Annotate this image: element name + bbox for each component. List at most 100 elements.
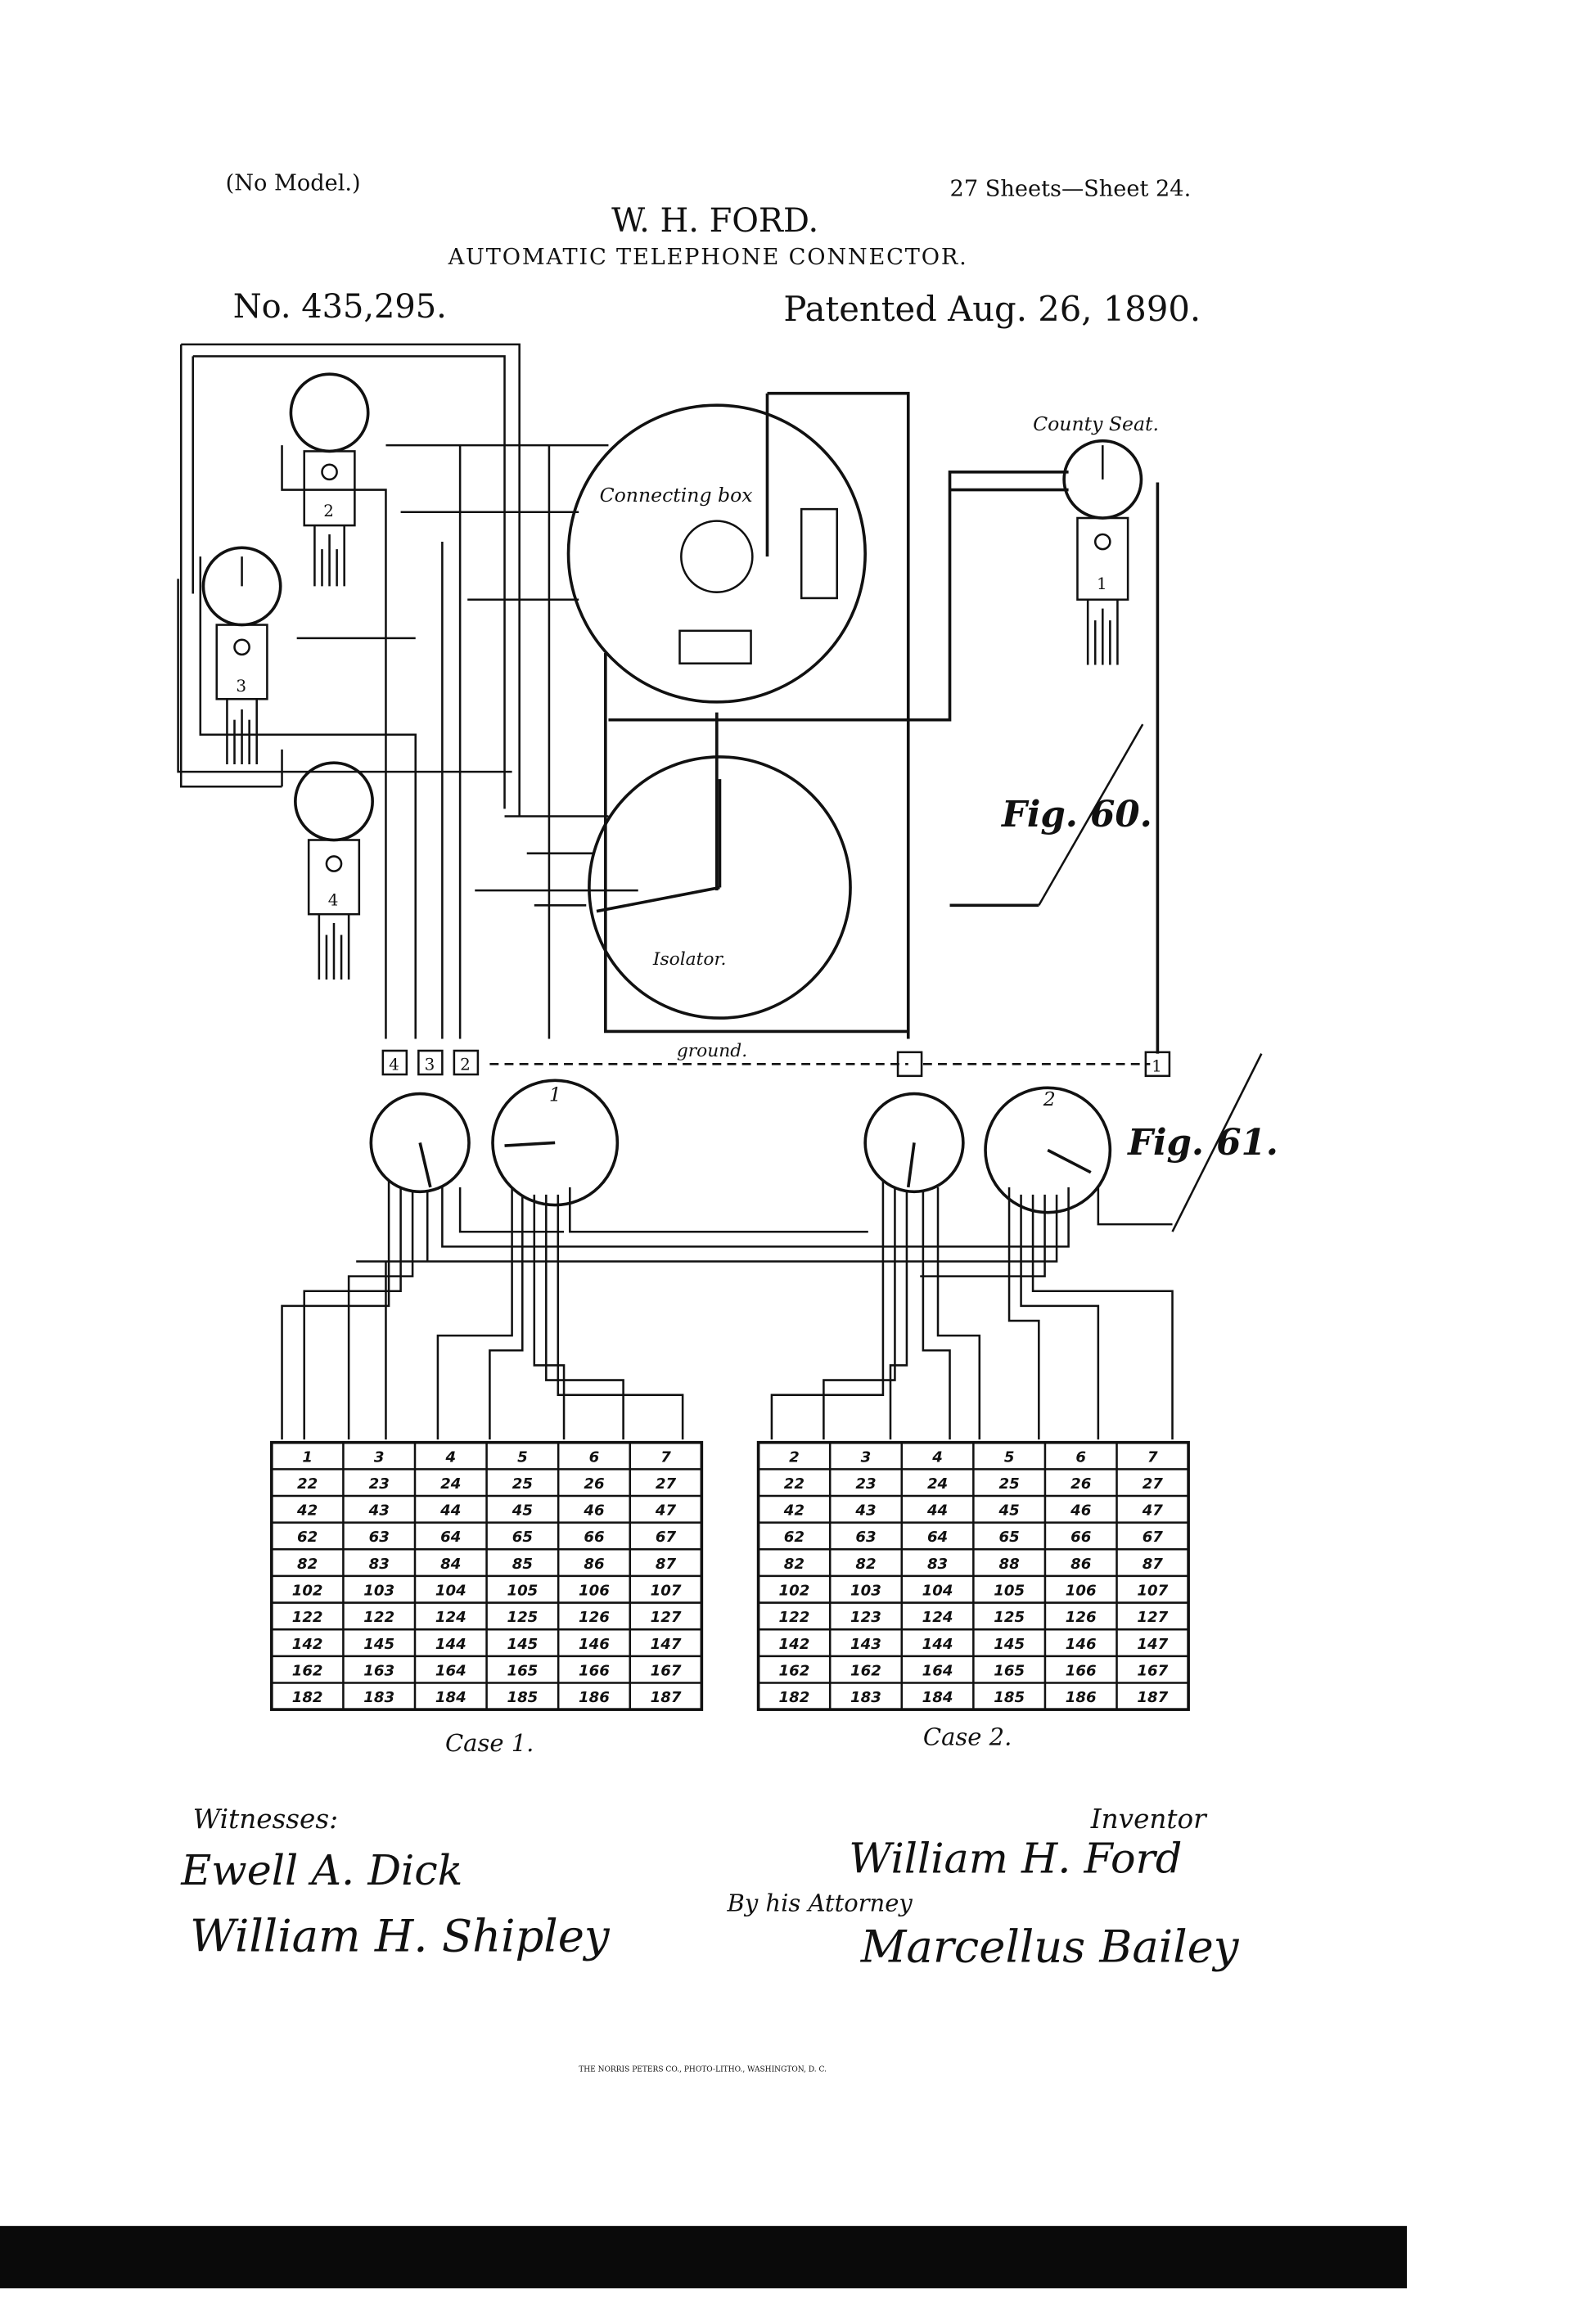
table-cell: 122 [292, 1609, 323, 1626]
fig61-label: Fig. 61. [1126, 1122, 1278, 1164]
table-cell: 166 [1066, 1662, 1097, 1679]
dial-small-case2 [863, 1092, 965, 1194]
table-cell: 107 [651, 1582, 682, 1599]
table-cell: 185 [994, 1689, 1025, 1706]
table-cell: 88 [999, 1556, 1020, 1573]
table-cell: 167 [1137, 1662, 1168, 1679]
table-cell: 106 [579, 1582, 610, 1599]
column-header: 4 [931, 1448, 943, 1466]
table-cell: 82 [297, 1556, 318, 1573]
terminal-4 [381, 1049, 408, 1076]
table-cell: 146 [579, 1636, 610, 1653]
table-cell: 85 [512, 1556, 533, 1573]
terminal-1-label: 1 [1152, 1056, 1162, 1075]
table-cell: 47 [655, 1502, 677, 1520]
inventor-label: Inventor [1090, 1804, 1208, 1835]
terminal-2 [453, 1049, 480, 1076]
column-header: 5 [517, 1448, 528, 1466]
table-cell: 23 [855, 1475, 876, 1493]
column-header: 6 [1075, 1448, 1086, 1466]
column-header: 2 [789, 1448, 800, 1466]
table-cell: 102 [292, 1582, 323, 1599]
table-cell: 102 [778, 1582, 809, 1599]
table-cell: 187 [1137, 1689, 1168, 1706]
inventor-heading: W. H. FORD. [611, 202, 818, 240]
table-cell: 162 [292, 1662, 323, 1679]
table-cell: 122 [363, 1609, 394, 1626]
table-cell: 147 [651, 1636, 682, 1653]
model-note: (No Model.) [226, 170, 361, 196]
table-cell: 22 [784, 1475, 805, 1493]
table-cell: 44 [439, 1502, 461, 1520]
table-cell: 143 [850, 1636, 881, 1653]
terminal-3-label: 3 [425, 1055, 435, 1074]
table-cell: 186 [1066, 1689, 1097, 1706]
table-cell: 186 [579, 1689, 610, 1706]
table-cell: 46 [1070, 1502, 1091, 1520]
isolator-arm [596, 779, 722, 913]
table-cell: 86 [584, 1556, 604, 1573]
table-cell: 126 [579, 1609, 610, 1626]
ground-label: ground. [677, 1041, 747, 1061]
table-cell: 123 [850, 1609, 881, 1626]
station-4-label: 4 [328, 890, 339, 909]
terminal-3 [417, 1049, 444, 1076]
table-cell: 146 [1066, 1636, 1097, 1653]
column-header: 7 [660, 1448, 671, 1466]
station-4: 4 [294, 761, 374, 980]
table-cell: 25 [512, 1475, 533, 1493]
table-cell: 46 [583, 1502, 604, 1520]
patent-title: AUTOMATIC TELEPHONE CONNECTOR. [448, 245, 968, 270]
table-cell: 183 [363, 1689, 394, 1706]
table-cell: 184 [435, 1689, 466, 1706]
table-cell: 183 [850, 1689, 881, 1706]
table-cell: 162 [850, 1662, 881, 1679]
patent-date: Patented Aug. 26, 1890. [783, 289, 1201, 329]
table-cell: 83 [369, 1556, 390, 1573]
scan-edge-band [0, 2226, 1408, 2289]
table-cell: 182 [292, 1689, 323, 1706]
table-cell: 106 [1066, 1582, 1097, 1599]
attorney-signature: Marcellus Bailey [860, 1921, 1240, 1972]
table-cell: 182 [778, 1689, 809, 1706]
station-1-label: 1 [1097, 574, 1107, 593]
column-header: 3 [861, 1448, 872, 1466]
table-cell: 67 [656, 1529, 677, 1546]
table-cell: 127 [1137, 1609, 1168, 1626]
table-cell: 25 [999, 1475, 1020, 1493]
column-header: 4 [444, 1448, 456, 1466]
table-cell: 147 [1137, 1636, 1168, 1653]
table-cell: 107 [1137, 1582, 1168, 1599]
table-cell: 124 [922, 1609, 953, 1626]
table-cell: 45 [998, 1502, 1020, 1520]
table-cell: 65 [999, 1529, 1020, 1546]
table-cell: 142 [292, 1636, 323, 1653]
fig61-dials: 1 2 [281, 1053, 1263, 1440]
table-cell: 82 [855, 1556, 876, 1573]
table-cell: 164 [435, 1662, 466, 1679]
column-header: 6 [589, 1448, 600, 1466]
connecting-box-hub [680, 520, 754, 593]
witness2-signature: William H. Shipley [190, 1911, 611, 1962]
column-header: 7 [1147, 1448, 1158, 1466]
table-cell: 167 [651, 1662, 682, 1679]
patent-number: No. 435,295. [233, 288, 447, 326]
table-cell: 65 [512, 1529, 533, 1546]
table-cell: 164 [922, 1662, 953, 1679]
inventor-signature: William H. Ford [849, 1835, 1182, 1883]
terminal-2-label: 2 [460, 1055, 471, 1074]
county-seat-label: County Seat. [1033, 412, 1159, 435]
station-3: 3 [201, 546, 282, 765]
table-cell: 83 [927, 1556, 948, 1573]
column-header: 5 [1004, 1448, 1015, 1466]
ground-terminal [896, 1051, 923, 1078]
table-cell: 104 [435, 1582, 466, 1599]
table-cell: 62 [297, 1529, 318, 1546]
table-cell: 185 [507, 1689, 538, 1706]
table-cell: 105 [994, 1582, 1025, 1599]
table-cell: 126 [1066, 1609, 1097, 1626]
witnesses-label: Witnesses: [193, 1804, 338, 1835]
table-cell: 87 [656, 1556, 677, 1573]
